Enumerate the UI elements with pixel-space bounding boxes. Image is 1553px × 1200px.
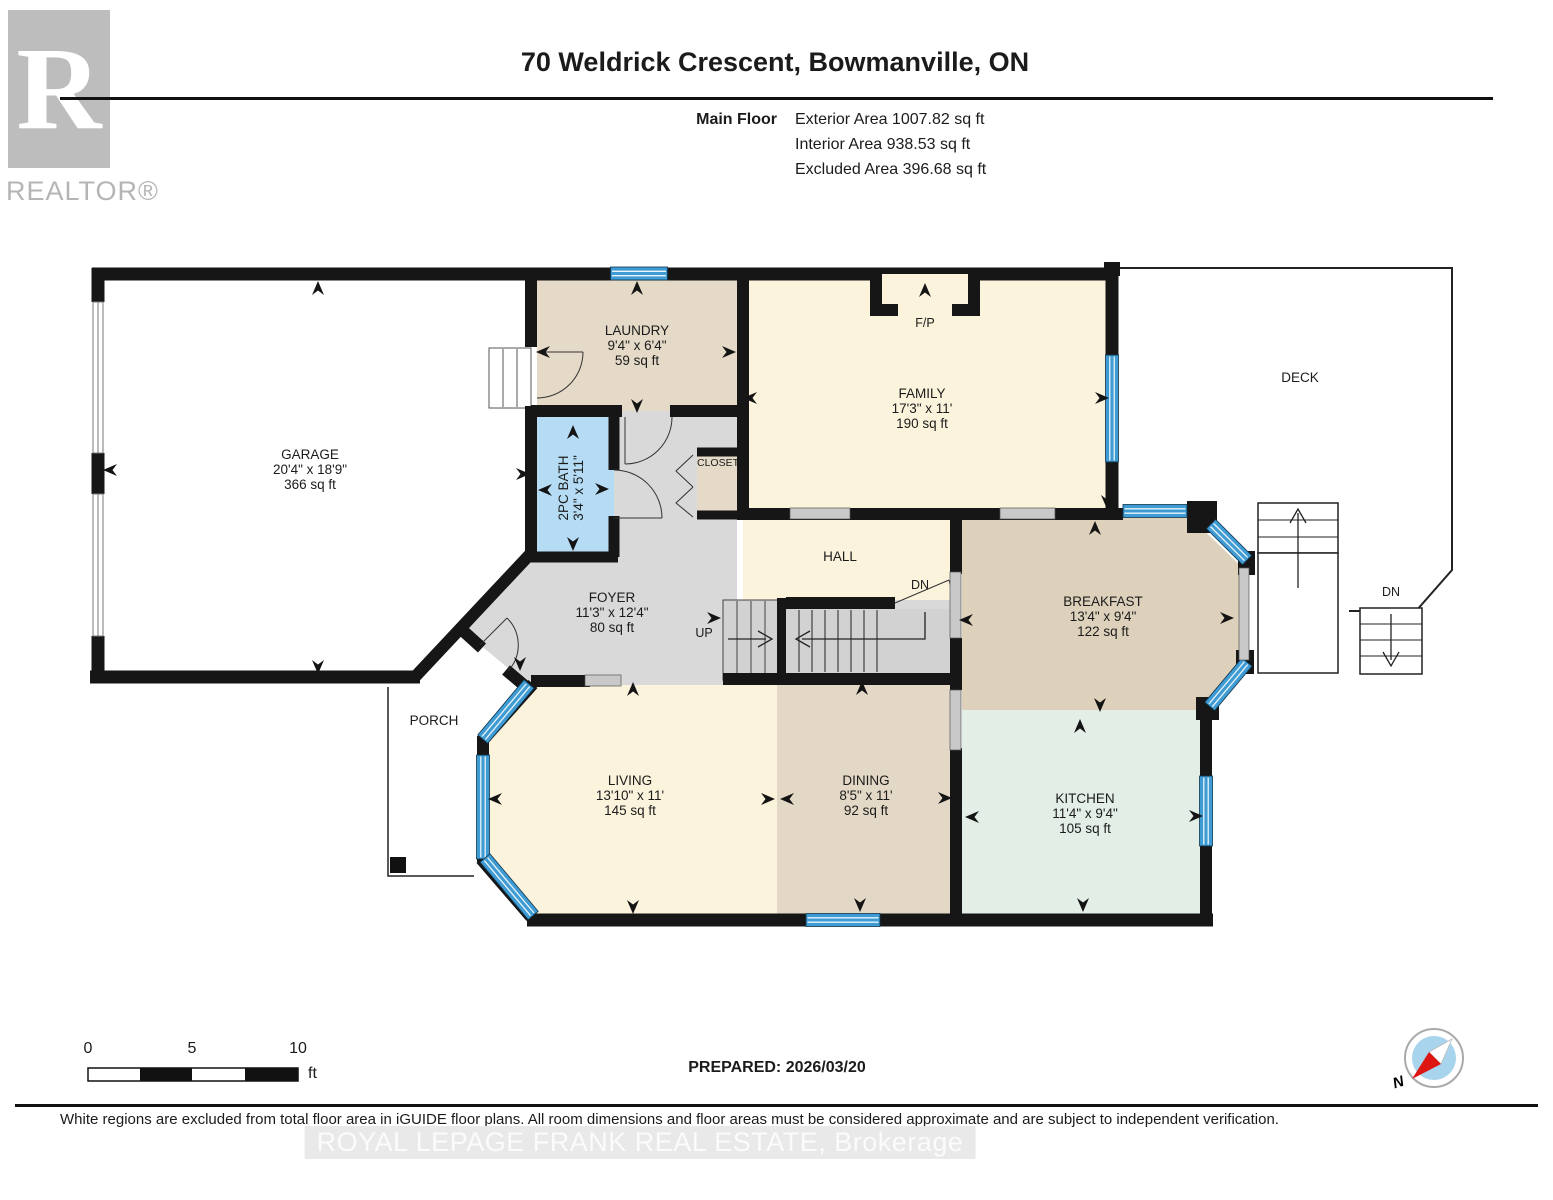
garage-door: [92, 301, 104, 637]
page-title: 70 Weldrick Crescent, Bowmanville, ON: [520, 47, 1030, 77]
compass-icon: [1404, 1028, 1464, 1088]
header-divider: [60, 97, 1493, 100]
scale-tick-5: 5: [187, 1040, 197, 1057]
room-label-family: FAMILY 17'3" x 11' 190 sq ft: [891, 386, 953, 431]
scale-unit: ft: [308, 1065, 317, 1082]
deck-stairs-arrows: [1289, 507, 1400, 668]
room-label-garage: GARAGE 20'4" x 18'9" 366 sq ft: [272, 447, 348, 492]
footer-divider: [15, 1104, 1538, 1107]
central-stairs: [722, 599, 950, 681]
room-fills: [92, 268, 1245, 920]
room-label-living: LIVING 13'10" x 11' 145 sq ft: [595, 773, 665, 818]
room-label-closet: CLOSET: [696, 457, 740, 469]
room-label-foyer: FOYER 11'3" x 12'4" 80 sq ft: [575, 590, 649, 635]
scale-tick-10: 10: [289, 1040, 307, 1057]
exterior-area: Exterior Area 1007.82 sq ft: [795, 111, 985, 128]
doors: [479, 351, 952, 672]
realtor-logo: R: [8, 10, 110, 168]
porch-post: [390, 857, 406, 873]
brokerage-watermark: ROYAL LEPAGE FRANK REAL ESTATE, Brokerag…: [304, 1126, 976, 1159]
room-label-bath: 2PC BATH 3'4" x 5'11": [556, 455, 586, 521]
label-stairs-down-deck: DN: [1381, 585, 1401, 599]
room-label-breakfast: BREAKFAST 13'4" x 9'4" 122 sq ft: [1063, 594, 1143, 639]
room-label-dining: DINING 8'5" x 11' 92 sq ft: [839, 773, 893, 818]
stair-divider-wall: [777, 598, 786, 682]
windows: [476, 266, 1253, 927]
porch-outline: [387, 687, 474, 877]
label-porch: PORCH: [409, 713, 459, 728]
label-stairs-up: UP: [695, 626, 713, 640]
room-label-laundry: LAUNDRY 9'4" x 6'4" 59 sq ft: [604, 323, 670, 368]
label-stairs-down-hall: DN: [910, 578, 930, 592]
excluded-area: Excluded Area 396.68 sq ft: [795, 161, 987, 178]
interior-area: Interior Area 938.53 sq ft: [795, 136, 971, 153]
garage-stairs: [488, 347, 532, 409]
scale-bar: [87, 1067, 299, 1082]
realtor-logo-text: REALTOR®: [6, 176, 159, 206]
label-fireplace: F/P: [915, 316, 935, 330]
prepared-date: PREPARED: 2026/03/20: [688, 1059, 866, 1076]
realtor-logo-letter: R: [16, 23, 102, 154]
floor-label: Main Floor: [696, 111, 777, 128]
scale-tick-0: 0: [83, 1040, 93, 1057]
disclaimer-text: White regions are excluded from total fl…: [60, 1111, 1279, 1128]
measure-arrows: [103, 281, 1234, 914]
room-label-hall: HALL: [823, 549, 857, 564]
room-label-kitchen: KITCHEN 11'4" x 9'4" 105 sq ft: [1052, 791, 1118, 836]
label-deck: DECK: [1281, 370, 1319, 385]
sliding-openings: [584, 507, 1250, 751]
